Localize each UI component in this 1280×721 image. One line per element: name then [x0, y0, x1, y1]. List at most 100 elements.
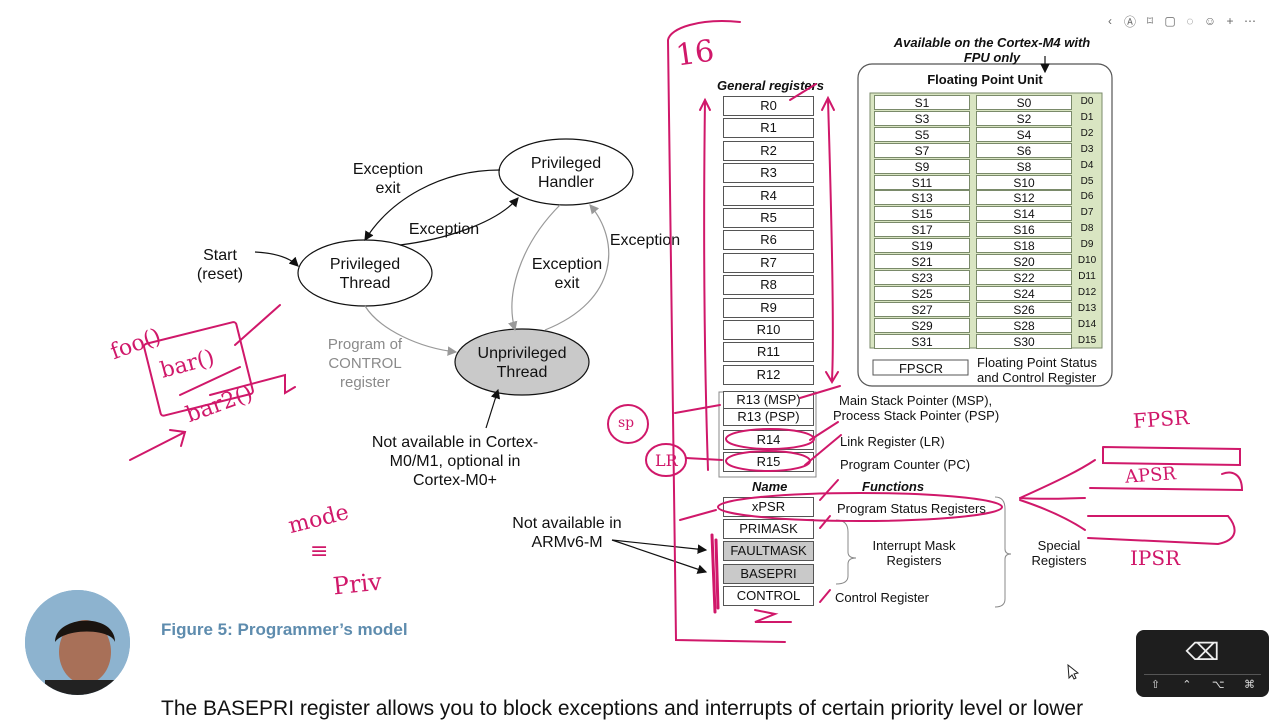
fpu-s-odd: S21: [874, 254, 970, 269]
pc-label: Program Counter (PC): [840, 457, 971, 472]
copy-icon[interactable]: ▢: [1164, 14, 1176, 28]
fpu-d-register: D3: [1074, 142, 1100, 156]
fpu-s-even: S2: [976, 110, 1072, 126]
more-icon[interactable]: ⋯: [1244, 14, 1256, 28]
ink-sixteen: 16: [673, 33, 717, 74]
fpu-s-even: S6: [976, 142, 1072, 158]
register-r2: R2: [723, 140, 814, 161]
command-key[interactable]: ⌘: [1243, 679, 1255, 691]
fpu-d-register: D2: [1074, 126, 1100, 140]
fpu-s-even: S14: [976, 206, 1072, 222]
back-icon[interactable]: ‹: [1108, 14, 1112, 28]
psp-label: Process Stack Pointer (PSP): [833, 408, 1000, 423]
not-available-m0-note: Not available in Cortex-M0/M1, optional …: [371, 434, 539, 489]
fpu-s-even: S0: [976, 95, 1072, 110]
smiley-icon[interactable]: ☺: [1203, 14, 1217, 28]
fpu-s-odd: S11: [874, 174, 970, 190]
fpu-s-even: S8: [976, 158, 1072, 174]
fpu-s-odd: S7: [874, 142, 970, 158]
shift-key[interactable]: ⇧: [1150, 679, 1161, 691]
fpu-d-register: D10: [1074, 254, 1100, 267]
fpu-d-register: D1: [1074, 110, 1100, 124]
ink-bar: bar(): [157, 345, 218, 384]
fpu-d-register: D13: [1074, 301, 1100, 315]
register-r9: R9: [723, 297, 814, 318]
toolbar: ‹ Ⓐ ⌑ ▢ ◌ ☺ + ⋯: [1100, 10, 1260, 34]
register-r14: R14: [723, 430, 814, 450]
name-header: Name: [752, 479, 788, 494]
fpu-s-odd: S19: [874, 238, 970, 254]
ink-equiv: ≡: [310, 539, 329, 564]
general-registers-heading: General registers: [717, 78, 824, 93]
backspace-icon[interactable]: ⌫: [1185, 639, 1220, 666]
option-key[interactable]: ⌥: [1211, 679, 1225, 691]
register-faultmask: FAULTMASK: [723, 541, 814, 561]
presenter-avatar: [25, 590, 130, 695]
ink-apsr: APSR: [1124, 463, 1177, 488]
fpu-s-odd: S25: [874, 285, 970, 301]
start-reset-label: Start(reset): [196, 247, 244, 283]
register-r3: R3: [723, 163, 814, 184]
ink-priv: Priv: [331, 567, 384, 601]
register-r10: R10: [723, 320, 814, 340]
fpu-s-even: S20: [976, 254, 1072, 269]
bookmark-icon[interactable]: ⌑: [1146, 14, 1154, 28]
fpu-d-register: D6: [1074, 190, 1100, 204]
fpu-d-register: D14: [1074, 317, 1100, 331]
fpu-s-odd: S27: [874, 301, 970, 317]
register-r13-psp: R13 (PSP): [723, 408, 814, 426]
ink-ipsr: IPSR: [1130, 546, 1181, 570]
text-icon[interactable]: Ⓐ: [1123, 14, 1136, 29]
keyboard-widget: ⌫ ⇧ ⌃ ⌥ ⌘: [1136, 630, 1269, 697]
person-icon: [25, 590, 130, 695]
msp-label: Main Stack Pointer (MSP),: [839, 393, 993, 408]
control-register-label: Control Register: [835, 590, 929, 605]
register-r7: R7: [723, 252, 814, 273]
register-r6: R6: [723, 230, 814, 251]
fpu-d-register: D11: [1074, 269, 1100, 283]
xpsr-label: Program Status Registers: [837, 501, 986, 516]
fpu-d-register: D9: [1074, 238, 1100, 252]
ink-bar2: bar2(): [182, 380, 257, 429]
fpu-s-odd: S29: [874, 317, 970, 333]
ink-fpsr: FPSR: [1132, 405, 1190, 433]
fpu-s-even: S22: [976, 269, 1072, 285]
fpu-s-even: S12: [976, 190, 1072, 206]
control-key[interactable]: ⌃: [1182, 679, 1192, 691]
exception-label-right: Exception: [609, 232, 681, 249]
add-icon[interactable]: +: [1226, 14, 1234, 28]
fpu-s-odd: S5: [874, 126, 970, 142]
register-xpsr: xPSR: [723, 497, 814, 517]
register-r5: R5: [723, 208, 814, 228]
fpu-s-odd: S15: [874, 206, 970, 222]
fpu-s-even: S24: [976, 285, 1072, 301]
register-basepri: BASEPRI: [723, 564, 814, 584]
fpu-s-odd: S3: [874, 110, 970, 126]
register-r4: R4: [723, 185, 814, 206]
fpu-d-register: D7: [1074, 206, 1100, 220]
fpu-d-register: D4: [1074, 158, 1100, 172]
ink-foo: foo(): [107, 323, 165, 366]
grid-icon[interactable]: ◌: [1186, 14, 1194, 28]
register-r1: R1: [723, 118, 814, 139]
register-r0: R0: [723, 96, 814, 116]
